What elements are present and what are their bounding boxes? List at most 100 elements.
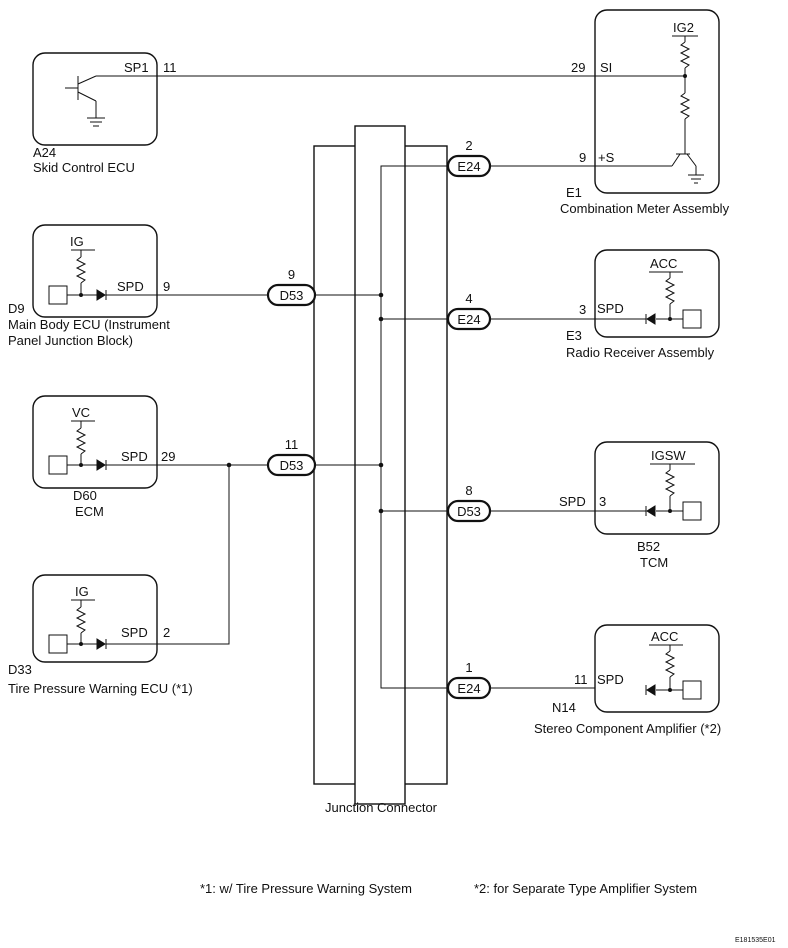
pin-number: 29 <box>571 60 585 75</box>
resistor-icon <box>75 427 87 455</box>
pin-label: SI <box>600 60 612 75</box>
supply-label: IGSW <box>651 448 686 463</box>
component-box <box>32 224 158 318</box>
splice-point <box>378 508 384 514</box>
resistor-icon <box>664 650 676 678</box>
diode-icon <box>646 684 656 696</box>
diode-icon <box>96 638 106 650</box>
pin-label: +S <box>598 150 615 165</box>
pin-number: 9 <box>163 279 170 294</box>
radio-receiver: ACC SPD 3 E3 Radio Receiver Assembly <box>566 249 720 360</box>
splice-point <box>226 462 232 468</box>
tcm: IGSW SPD 3 B52 TCM <box>559 441 720 570</box>
pin-number: 9 <box>579 150 586 165</box>
component-code: D9 <box>8 301 25 316</box>
component-code: B52 <box>637 539 660 554</box>
pin-label: SPD <box>121 625 148 640</box>
splice-point <box>378 316 384 322</box>
connector-name: E24 <box>457 312 480 327</box>
transistor-emitter-line <box>77 91 97 102</box>
figure-id: E181535E01 <box>735 937 776 944</box>
diode-icon <box>646 313 656 325</box>
connector-pin: 11 <box>285 437 299 452</box>
supply-label: IG <box>75 584 89 599</box>
resistor-icon <box>75 256 87 284</box>
diode-icon <box>96 459 106 471</box>
connector-d53-main: D53 9 <box>266 267 317 307</box>
connector-pin: 2 <box>465 138 472 153</box>
connector-name: D53 <box>457 504 481 519</box>
pin-number: 3 <box>579 302 586 317</box>
junction-connector: Junction Connector <box>313 125 448 815</box>
connector-pill <box>446 499 492 523</box>
supply-label: IG2 <box>673 20 694 35</box>
transistor-lead <box>686 153 697 167</box>
footnote-2: *2: for Separate Type Amplifier System <box>474 881 697 896</box>
pin-number: 2 <box>163 625 170 640</box>
component-box <box>32 574 158 663</box>
connector-e24-radio: E24 4 <box>446 291 492 331</box>
component-name: Radio Receiver Assembly <box>566 345 715 360</box>
wire-tire-ecu <box>157 465 230 645</box>
connector-d53-ecm: D53 11 <box>266 437 317 477</box>
pin-number: 3 <box>599 494 606 509</box>
wires <box>157 75 595 689</box>
component-code: D33 <box>8 662 32 677</box>
pin-label: SPD <box>121 449 148 464</box>
component-name: Combination Meter Assembly <box>560 201 730 216</box>
connector-pill <box>446 307 492 331</box>
connector-d53-tcm: D53 8 <box>446 483 492 523</box>
transistor-lead <box>671 153 681 167</box>
supply-label: VC <box>72 405 90 420</box>
main-body-ecu: IG SPD 9 D9 Main Body ECU (Instrument Pa… <box>8 224 170 348</box>
connector-name: D53 <box>280 458 304 473</box>
resistor-icon <box>664 277 676 305</box>
pin-number: 11 <box>163 60 177 75</box>
component-name-line2: Panel Junction Block) <box>8 333 133 348</box>
skid-control-ecu: SP1 11 A24 Skid Control ECU <box>32 52 177 175</box>
connector-name: E24 <box>457 159 480 174</box>
component-code: E1 <box>566 185 582 200</box>
connector-name: D53 <box>280 288 304 303</box>
diode-icon <box>646 505 656 517</box>
component-box <box>594 624 720 713</box>
footnote-1: *1: w/ Tire Pressure Warning System <box>200 881 412 896</box>
connector-pin: 9 <box>288 267 295 282</box>
supply-label: ACC <box>651 629 678 644</box>
splice-point <box>378 462 384 468</box>
resistor-icon <box>664 469 676 497</box>
component-code: A24 <box>33 145 56 160</box>
resistor-icon <box>75 606 87 634</box>
pin-label: SPD <box>597 301 624 316</box>
ground-icon <box>87 117 105 127</box>
pin-number: 29 <box>161 449 175 464</box>
transistor-collector-line <box>77 75 97 85</box>
pin-label: SPD <box>597 672 624 687</box>
component-name: Stereo Component Amplifier (*2) <box>534 721 721 736</box>
component-name: TCM <box>640 555 668 570</box>
ecm: VC SPD 29 D60 ECM <box>32 395 175 519</box>
combination-meter: IG2 SI 29 +S 9 E1 Combination Meter Asse… <box>560 9 730 216</box>
component-name: Skid Control ECU <box>33 160 135 175</box>
connector-name: E24 <box>457 681 480 696</box>
supply-label: IG <box>70 234 84 249</box>
supply-label: ACC <box>650 256 677 271</box>
resistor-icon <box>679 41 691 69</box>
connector-pill <box>446 154 492 178</box>
pin-label: SP1 <box>124 60 149 75</box>
ground-icon <box>688 174 704 184</box>
component-name: Tire Pressure Warning ECU (*1) <box>8 681 193 696</box>
component-box <box>594 249 720 338</box>
tire-pressure-warning-ecu: IG SPD 2 D33 Tire Pressure Warning ECU (… <box>8 574 193 696</box>
junction-bus-line <box>380 165 448 689</box>
connector-e24-meter: E24 2 <box>446 138 492 178</box>
connector-e24-amp: E24 1 <box>446 660 492 700</box>
component-box <box>594 9 720 194</box>
pin-label: SPD <box>559 494 586 509</box>
connector-pill <box>446 676 492 700</box>
pin-number: 11 <box>574 672 588 687</box>
resistor-icon <box>679 92 691 120</box>
connector-pin: 8 <box>465 483 472 498</box>
component-code: E3 <box>566 328 582 343</box>
pin-label: SPD <box>117 279 144 294</box>
